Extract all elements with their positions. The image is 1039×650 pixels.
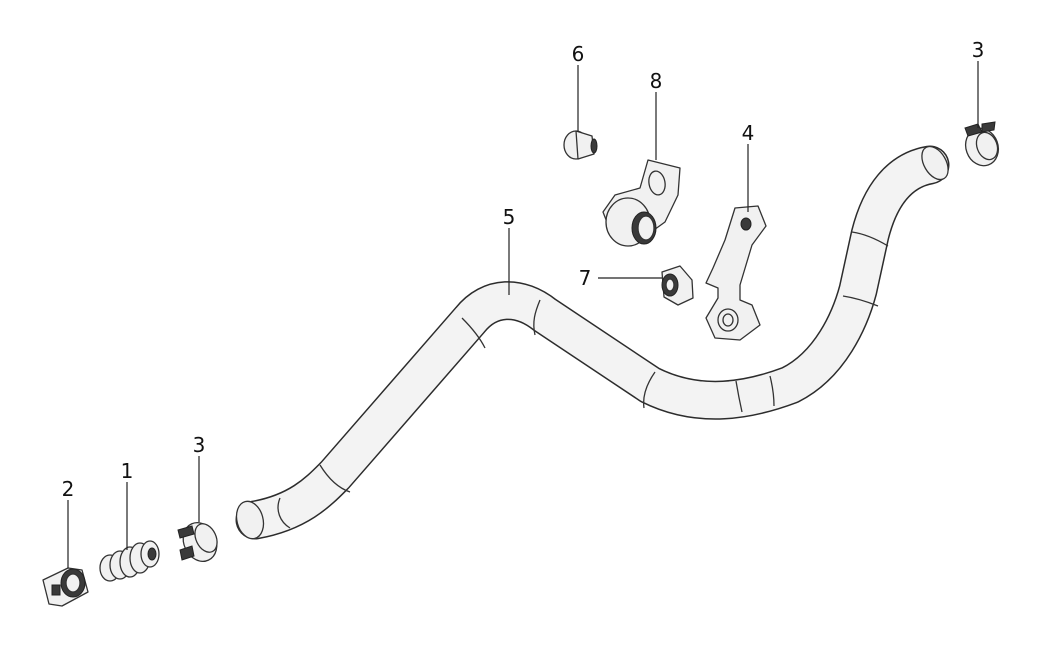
callout-8: 8 <box>650 69 663 93</box>
hose-clamp-right-part <box>964 121 1000 167</box>
callout-3-left: 3 <box>193 433 206 457</box>
hose-part <box>235 145 950 540</box>
nut-part <box>661 265 694 306</box>
nozzle-part <box>99 540 160 582</box>
callout-7: 7 <box>579 266 592 290</box>
bushing-part <box>563 130 598 160</box>
callout-6: 6 <box>572 42 585 66</box>
bracket-part <box>705 205 767 341</box>
callout-4: 4 <box>742 121 755 145</box>
p-clip-part <box>602 159 681 247</box>
hose-clamp-left-part <box>177 522 218 562</box>
callout-1: 1 <box>121 459 134 483</box>
callout-5: 5 <box>503 205 516 229</box>
callout-3-right: 3 <box>972 38 985 62</box>
callout-2: 2 <box>62 477 75 501</box>
cap-part <box>42 567 89 607</box>
callout-labels: 1 2 3 3 4 5 6 7 8 <box>62 38 985 501</box>
leader-lines <box>67 61 979 568</box>
